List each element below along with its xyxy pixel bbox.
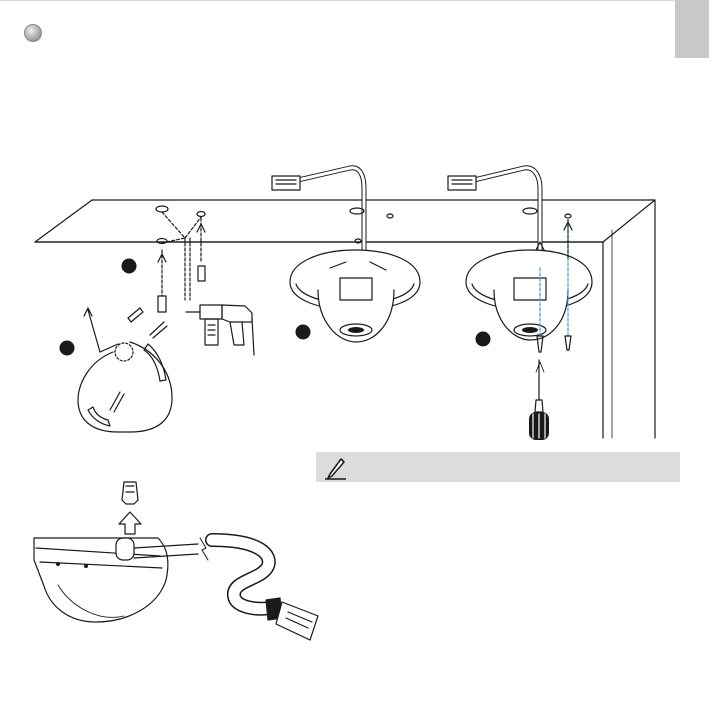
step-marker-1 [122,259,137,274]
dome-camera-right [466,208,592,340]
dome-camera-middle [290,208,420,342]
screwdriver-icon [529,360,549,440]
network-cable-right [448,168,540,258]
pencil-note-icon [322,454,348,480]
mounting-template [78,308,172,432]
step-marker-4 [476,332,491,347]
wall-anchors [158,266,205,312]
power-drill-icon [186,305,254,355]
step-markers [60,259,491,356]
mounting-holes [156,206,205,300]
cable-exit-detail [34,482,318,640]
step-marker-2 [60,341,75,356]
network-cable-middle [272,168,364,258]
note-bar [316,452,680,482]
step-marker-3 [296,325,311,340]
